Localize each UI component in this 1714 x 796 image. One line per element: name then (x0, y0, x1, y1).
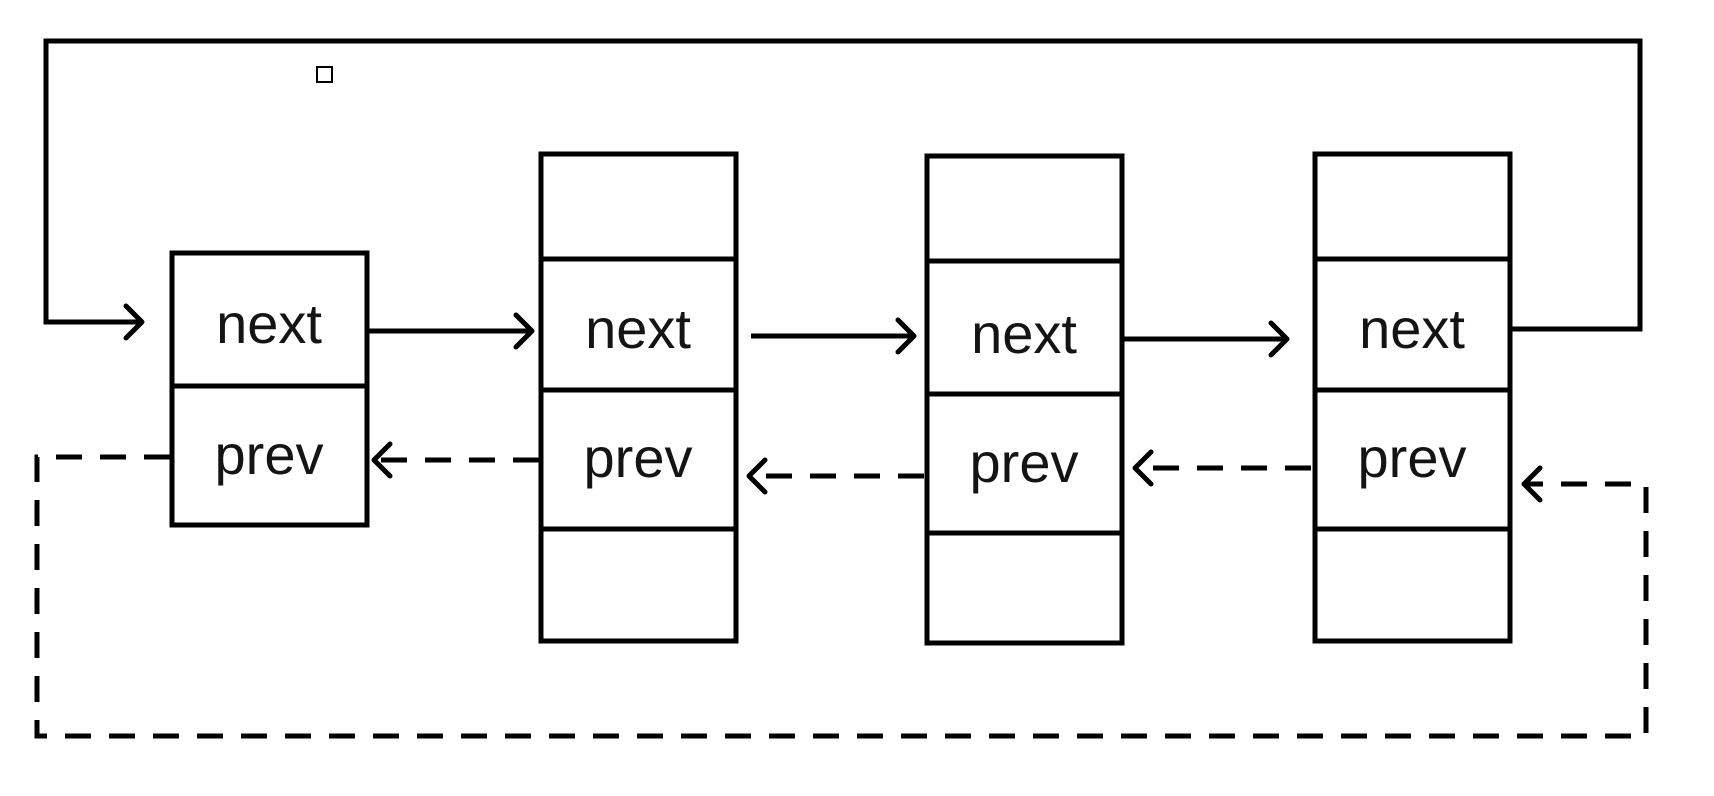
next-arrowhead-4-to-1 (123, 303, 145, 341)
prev-arrowhead-3-to-2 (746, 457, 768, 495)
node-2-prev-field (538, 387, 739, 532)
node-3-bottom-field (924, 530, 1125, 646)
node-1-prev-label: prev (215, 423, 324, 486)
next-arrowhead-3-to-4 (1268, 320, 1290, 358)
node-1-next-field (169, 250, 370, 389)
node-1-prev-field (169, 383, 370, 528)
next-arrowhead-2-to-3 (895, 317, 917, 355)
small-square-marker (316, 66, 333, 83)
node-2: next prev (538, 151, 739, 644)
prev-arrowhead-4-to-3 (1132, 449, 1154, 487)
node-4-prev-field (1312, 387, 1513, 532)
node-3: next prev (924, 153, 1125, 646)
next-link-4-to-1-wrap (43, 38, 1643, 332)
node-3-prev-label: prev (970, 431, 1079, 494)
node-2-prev-label: prev (584, 426, 693, 489)
node-1-next-label: next (216, 292, 322, 355)
node-2-bottom-field (538, 526, 739, 644)
node-2-next-label: next (585, 297, 691, 360)
prev-arrowhead-2-to-1 (371, 441, 393, 479)
node-3-top-field (924, 153, 1125, 264)
node-2-top-field (538, 151, 739, 262)
prev-link-1-to-4-wrap (34, 454, 1649, 739)
node-4-next-label: next (1359, 297, 1465, 360)
next-links (43, 38, 1643, 358)
next-arrowhead-1-to-2 (513, 312, 535, 350)
node-1: next prev (169, 250, 370, 528)
node-4-prev-label: prev (1358, 426, 1467, 489)
node-3-next-label: next (971, 302, 1077, 365)
node-3-prev-field (924, 391, 1125, 536)
prev-links (34, 441, 1649, 739)
node-4: next prev (1312, 151, 1513, 644)
node-4-bottom-field (1312, 526, 1513, 644)
node-4-top-field (1312, 151, 1513, 262)
prev-arrowhead-1-to-4 (1521, 465, 1543, 503)
